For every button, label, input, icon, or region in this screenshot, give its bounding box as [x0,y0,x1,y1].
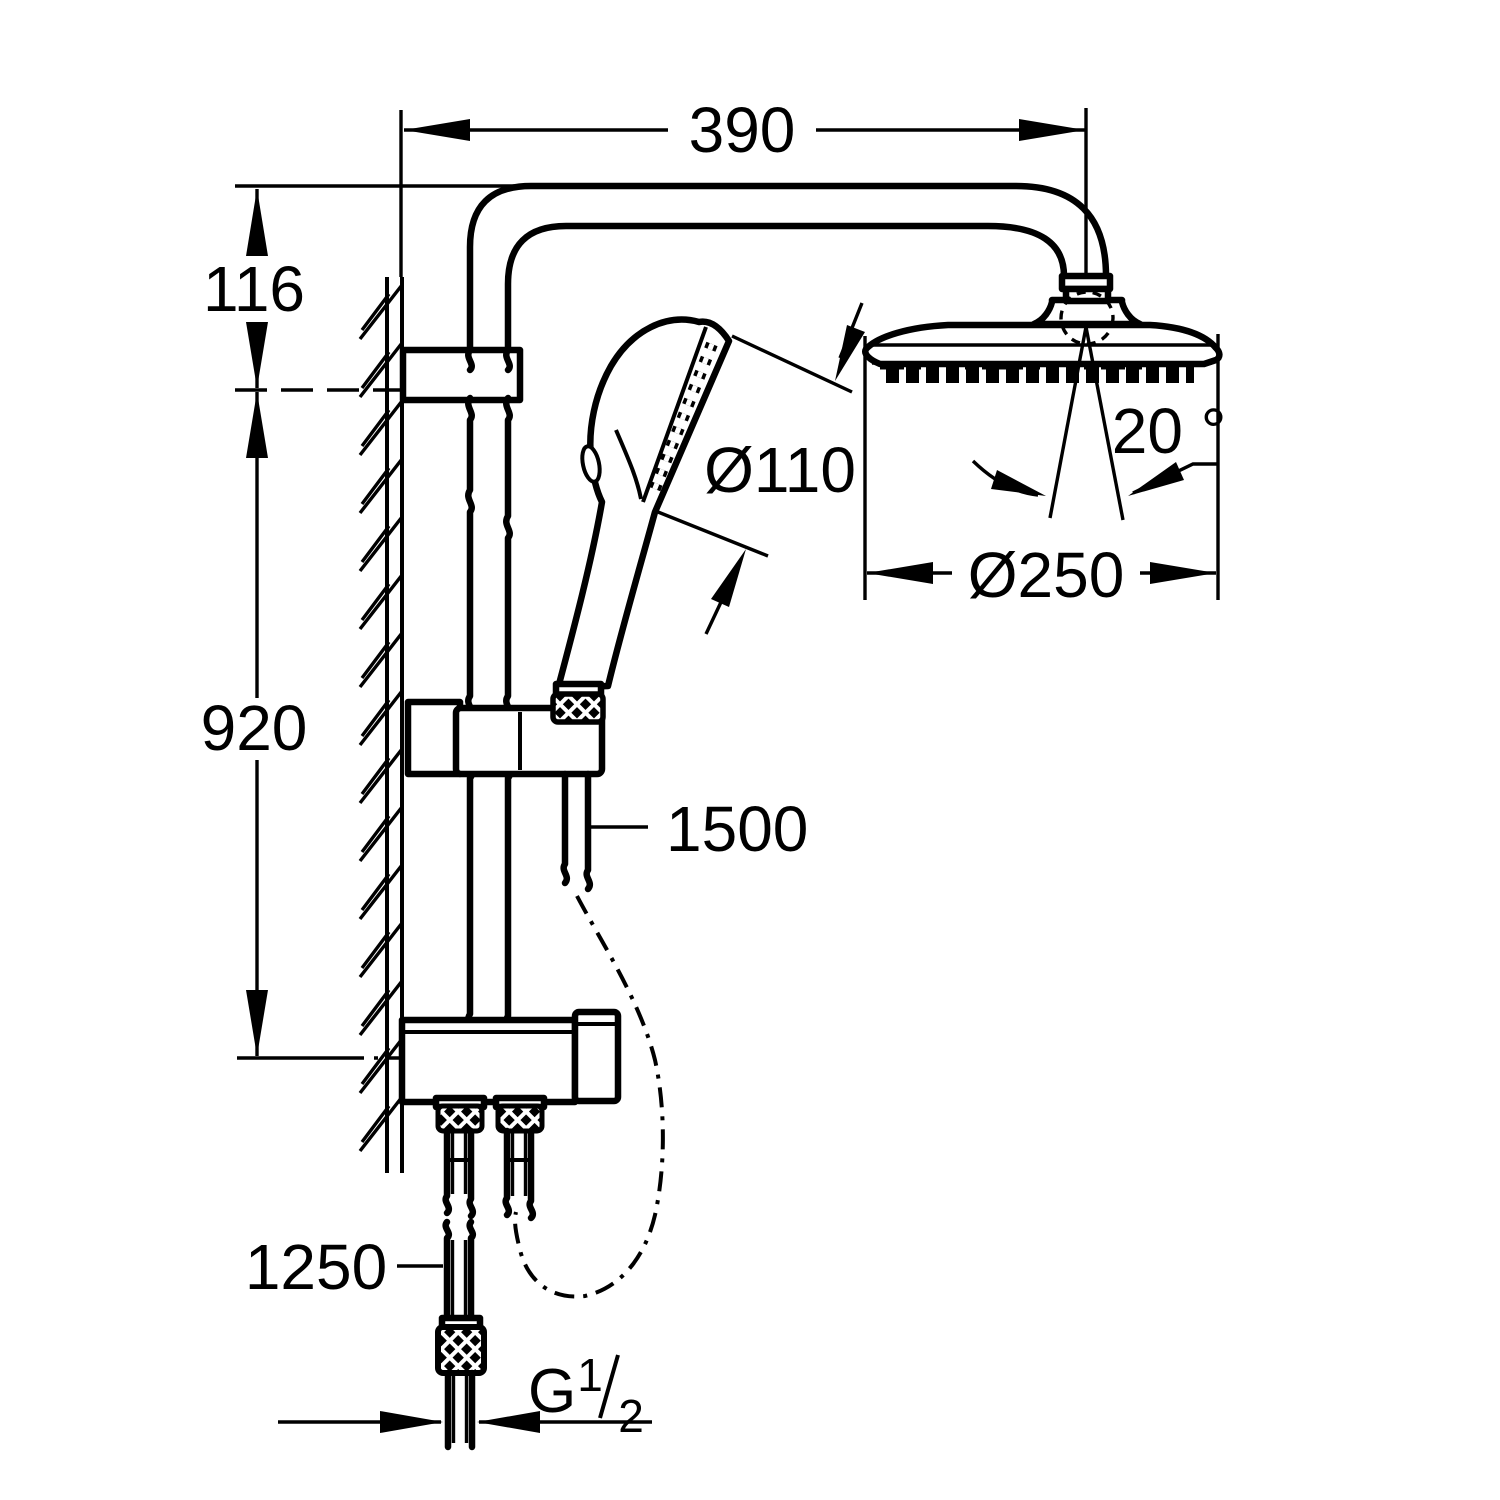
hose-nut-left [435,1103,485,1134]
dimension-top-offset: 116 [203,184,550,392]
hose-nut-right [495,1103,545,1134]
dim-label-116: 116 [203,253,305,325]
dimension-arm-projection: 390 [399,94,1088,327]
dimension-thread: G 1 2 [278,1349,652,1442]
dimension-swivel-angle: 20 ° [971,326,1227,521]
dim-label-1250: 1250 [245,1231,387,1303]
dimension-supply-hose: 1250 [245,1231,443,1303]
shower-arm [466,182,1110,356]
hand-shower-hose [513,770,665,1299]
dim-label-thread-g: G [528,1357,576,1426]
dimension-rail-length: 920 [201,392,402,1060]
pipe-break-top-bracket [465,346,513,374]
supply-hose-nut [435,1324,487,1376]
hose-stub-right [502,1127,537,1222]
dim-label-110: Ø110 [704,434,856,506]
supply-hose [435,1218,487,1451]
dimension-hand-diameter: Ø110 [657,302,865,635]
hose-stub-left [442,1127,477,1220]
diverter-knob [571,1008,622,1105]
hand-shower-button [580,444,602,484]
top-wall-bracket [399,346,524,404]
dim-label-390: 390 [689,94,796,166]
dim-label-250: Ø250 [968,539,1125,611]
hand-shower [550,316,733,725]
head-shower [862,272,1223,383]
dimension-head-diameter: Ø250 [863,334,1220,611]
wall-hatching [358,283,404,1153]
dim-label-20: 20 ° [1112,395,1227,467]
hand-shower-nut [550,691,606,725]
hose-loop-dashed [513,895,665,1299]
dim-label-920: 920 [201,692,308,764]
dim-label-thread-num: 1 [577,1349,603,1401]
dim-label-thread-den: 2 [618,1390,644,1442]
wall [358,277,404,1173]
dim-label-1500: 1500 [666,793,808,865]
dimension-hand-hose: 1500 [590,793,808,865]
bottom-bracket [398,1008,622,1222]
